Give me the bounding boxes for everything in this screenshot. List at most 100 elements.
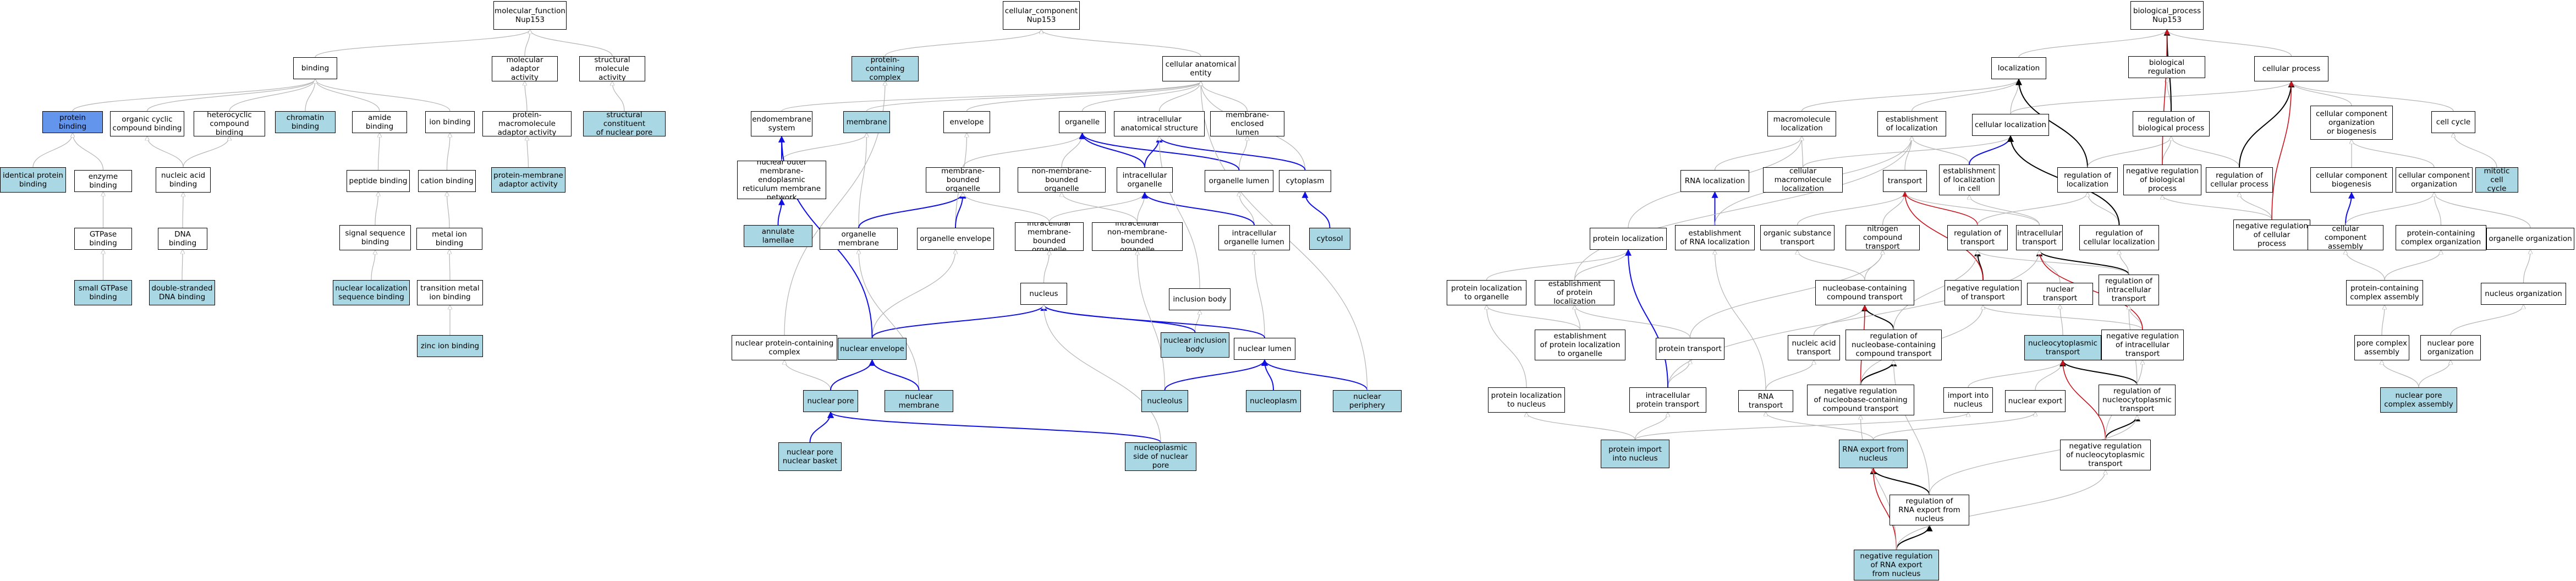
edge-signal-seq-to-peptide-binding <box>375 192 378 226</box>
edge-prot-transport-to-est-prot-loc <box>1575 305 1691 338</box>
go-term-nucleoplasm: nucleoplasm <box>1246 390 1301 412</box>
go-term-ic-prot-transport: intracellular protein transport <box>1629 387 1706 413</box>
edge-reg-rna-export-to-reg-ncp-transport <box>1929 415 2138 495</box>
go-term-prot-loc-nucleus: protein localization to nucleus <box>1488 387 1565 413</box>
edge-nuc-lumen-to-nucleus <box>1040 304 1265 338</box>
go-term-nls-binding: nuclear localization sequence binding <box>333 280 410 305</box>
go-term-nucleus: nucleus <box>1020 283 1067 305</box>
edge-cc-organization-to-cc-org <box>2352 140 2435 168</box>
edge-membrane-enclosed-lumen-to-cae <box>1201 81 1248 112</box>
go-term-reg-rna-export: regulation of RNA export from nucleus <box>1890 495 1969 525</box>
go-term-nmb-organelle: non-membrane-bounded organelle <box>1018 167 1106 193</box>
edge-nucleoplasmic-side-to-nucleus <box>1044 305 1161 443</box>
go-term-bio-reg: biological regulation <box>2128 56 2205 78</box>
edge-neg-reg-cell-to-cellular-process <box>2271 81 2294 220</box>
edge-nucleic-acid-binding-to-heterocyclic <box>183 136 229 168</box>
go-term-cation-binding: cation binding <box>418 170 476 192</box>
edge-identical-protein-to-protein-binding <box>32 133 73 168</box>
edge-nucleolus-to-ic-nmb-organelle <box>1138 251 1166 391</box>
go-term-heterocyclic: heterocyclic compound binding <box>194 111 265 136</box>
go-term-prot-transport: protein transport <box>1656 338 1724 360</box>
edge-trans-metal-to-metal-ion <box>449 250 450 281</box>
go-term-import-nucleus: import into nucleus <box>1943 387 1993 413</box>
edge-ion-binding-to-binding <box>315 79 451 112</box>
edge-npc-assembly-to-nuc-pore-org <box>2418 360 2451 388</box>
edge-prot-complex-to-cc <box>885 30 1041 57</box>
go-term-ic-organelle-lumen: intracellular organelle lumen <box>1218 225 1290 250</box>
edge-cae-to-cc <box>1041 30 1201 57</box>
edge-nuc-membrane-to-nuc-envelope <box>869 359 920 391</box>
go-term-nuc-membrane: nuclear membrane <box>885 390 953 412</box>
edge-metal-ion-to-cation-binding <box>447 192 450 228</box>
edge-neg-reg-cell-to-neg-reg-bio <box>2162 195 2272 220</box>
edge-neg-reg-rna-export-to-rna-export <box>1870 468 1897 550</box>
edge-reg-transport-to-transport <box>1902 191 1978 226</box>
go-term-pc-org: protein-containing complex organization <box>2396 225 2486 250</box>
go-term-ic-organelle: intracellular organelle <box>1117 167 1173 193</box>
edge-ic-transport-to-transport <box>1905 192 2040 226</box>
go-term-organelle-envelope: organelle envelope <box>917 228 994 250</box>
edge-organelle-membrane-to-mb-organelle <box>858 191 966 228</box>
go-term-mf: molecular_function Nup153 <box>493 1 567 30</box>
go-term-na-transport: nucleic acid transport <box>1788 335 1840 360</box>
go-term-cellular-loc: cellular localization <box>1972 114 2049 136</box>
go-term-cytoplasm: cytoplasm <box>1279 170 1331 192</box>
edge-cellular-loc-to-cellular-process <box>2010 81 2292 114</box>
go-term-neg-reg-rna-export: negative regulation of RNA export from n… <box>1854 550 1939 580</box>
edge-enzyme-binding-to-protein-binding <box>73 133 104 171</box>
go-term-basket: nuclear pore nuclear basket <box>778 442 842 471</box>
edge-envelope-to-cae <box>966 81 1201 112</box>
go-term-reg-nb-transport: regulation of nucleobase-containing comp… <box>1846 330 1942 360</box>
go-term-ic-transport: intracellular transport <box>2016 225 2063 250</box>
edge-nucleoplasmic-side-to-nuc-pore <box>827 411 1161 443</box>
go-term-nucleolus: nucleolus <box>1141 390 1188 412</box>
go-term-protein-loc: protein localization <box>1590 228 1667 250</box>
edge-neg-reg-rna-export-to-neg-reg-nb-transport <box>1861 415 1897 550</box>
edge-pc-assembly-to-cc-assembly <box>2346 250 2385 281</box>
edge-reg-transport-to-reg-loc <box>1977 193 2088 226</box>
edge-organelle-org-to-cc-organization <box>2434 193 2531 228</box>
go-term-ic-nmb-organelle: intracellular non-membrane-bounded organ… <box>1092 222 1183 251</box>
go-term-nitrogen: nitrogen compound transport <box>1846 225 1920 250</box>
go-term-neg-reg-ncp-transport: negative regulation of nucleocytoplasmic… <box>2060 440 2151 470</box>
go-term-small-gtpase: small GTPase binding <box>74 280 132 305</box>
go-term-pore-assembly: pore complex assembly <box>2354 335 2409 360</box>
go-term-amide-binding: amide binding <box>352 111 407 133</box>
go-term-rna-export: RNA export from nucleus <box>1839 440 1908 468</box>
edge-annulate-to-outer-er <box>777 198 785 226</box>
edge-rna-export-to-rna-transport <box>1766 412 1874 440</box>
edge-localization-to-bp <box>2018 30 2167 58</box>
edge-nuc-periphery-to-nuc-lumen <box>1261 359 1368 391</box>
go-term-ion-binding: ion binding <box>425 111 475 133</box>
go-term-metal-ion: metal ion binding <box>416 228 482 250</box>
go-term-mol-adaptor: molecular adaptor activity <box>492 56 558 81</box>
go-term-nuc-pore-org: nuclear pore organization <box>2420 335 2481 360</box>
edge-pm-adaptor-act-to-pm-adaptor <box>527 136 529 168</box>
edge-nuc-lumen-to-ic-organelle-lumen <box>1254 250 1265 338</box>
edge-cell-macro-loc-to-cellular-loc <box>1802 136 2011 168</box>
go-term-inclusion-body: inclusion body <box>1169 288 1231 310</box>
go-term-prot-complex: protein-containing complex <box>852 56 919 81</box>
edge-import-nucleus-to-ncp-transport <box>1968 360 2063 388</box>
edge-struct-nuc-pore-to-struct-mol <box>612 81 625 112</box>
go-term-rna-transport: RNA transport <box>1738 390 1793 412</box>
edge-nb-transport-to-org-subst <box>1798 250 1865 281</box>
go-term-transport: transport <box>1883 170 1927 192</box>
edge-nuc-pore-org-to-nuc-org <box>2450 305 2524 336</box>
edge-rna-export-to-nuclear-export <box>1872 412 2036 440</box>
go-term-identical-protein: identical protein binding <box>0 167 66 193</box>
go-term-neg-reg-nb-transport: negative regulation of nucleobase-contai… <box>1807 385 1914 415</box>
go-term-mitotic: mitotic cell cycle <box>2475 167 2518 193</box>
go-term-organelle-org: organelle organization <box>2486 228 2574 250</box>
go-term-cc-organization: cellular component organization <box>2396 167 2473 193</box>
edge-reg-loc-to-reg-bio <box>2087 136 2171 168</box>
go-term-envelope: envelope <box>943 111 990 133</box>
edge-organelle-to-cae <box>1081 81 1201 112</box>
edge-mitotic-to-cell-cycle <box>2453 133 2497 168</box>
edge-nuc-envelope-to-nucleus <box>871 304 1047 338</box>
go-term-nucleoplasmic-side: nucleoplasmic side of nuclear pore <box>1125 442 1196 471</box>
edge-protein-import-to-import-nucleus <box>1634 413 1969 440</box>
go-term-protein-import: protein import into nucleus <box>1601 440 1669 468</box>
go-term-dna-binding: DNA binding <box>158 228 207 250</box>
go-term-neg-reg-transport: negative regulation of transport <box>1945 280 2022 305</box>
